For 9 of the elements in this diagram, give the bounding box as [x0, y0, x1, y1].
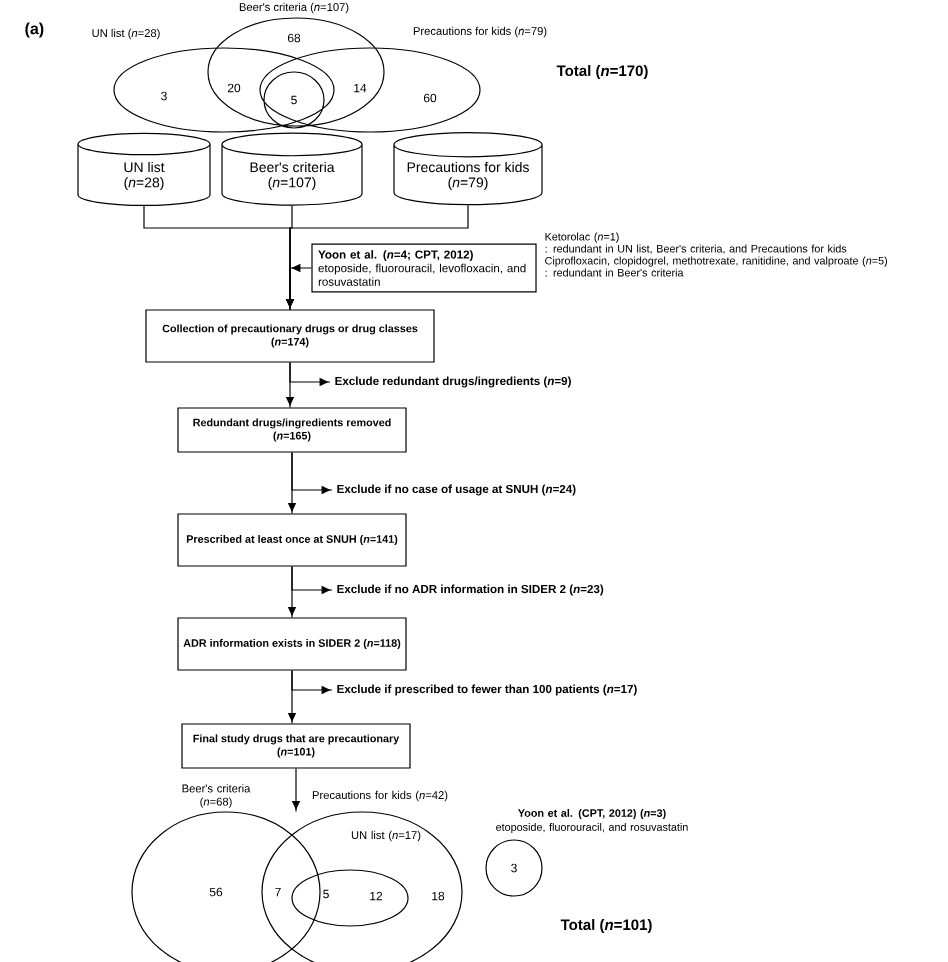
arrow: [291, 768, 301, 812]
arrow: [291, 566, 333, 595]
arrow: [285, 204, 469, 310]
panel-label: (a): [25, 22, 44, 38]
venn-drawing: [131, 811, 463, 962]
arrow: [289, 263, 312, 310]
arrow: [289, 362, 331, 387]
arrow: [291, 452, 333, 495]
arrow: [291, 670, 333, 695]
